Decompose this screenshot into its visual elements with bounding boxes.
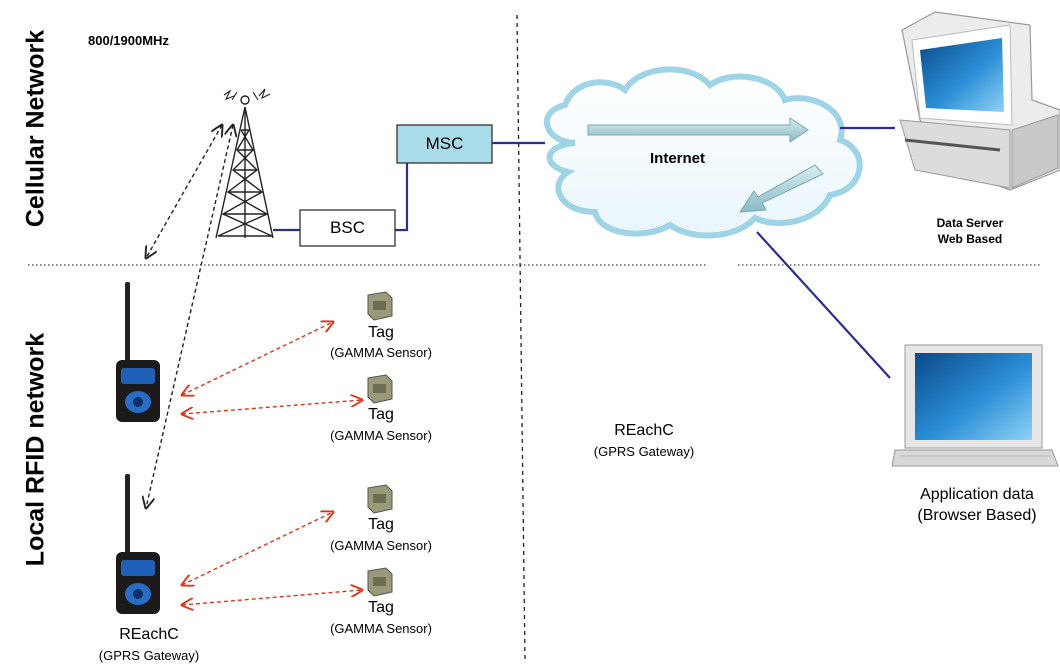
data-server-line1: Data Server [936,216,1004,230]
tag-title: Tag [368,406,394,423]
tag-sensor-icon [367,484,393,514]
bsc-label: BSC [330,218,365,237]
tag-sensor-icon [367,291,393,321]
rfid-link-4 [182,590,362,605]
tag-title: Tag [368,516,394,533]
tag-subtitle: (GAMMA Sensor) [330,621,432,636]
internet-arrow-left-icon [739,164,824,213]
vertical-divider [516,14,526,661]
tag-sensor-icon [367,374,393,404]
gateway-bottom-subtitle: (GPRS Gateway) [98,648,200,663]
gateway-device-icon [116,282,160,422]
application-data-line1: Application data [920,486,1034,503]
bsc-box [299,209,396,247]
data-server-label: Data Server Web Based [900,215,1040,247]
gateway-device-icon [116,474,160,614]
application-data-line2: (Browser Based) [917,507,1037,524]
gateway-middle-subtitle: (GPRS Gateway) [593,444,695,459]
tower-gateway1-signal [146,125,222,258]
tag-title: Tag [368,599,394,616]
rfid-link-2 [182,400,362,414]
data-server-icon [899,11,1060,191]
gateway-bottom-title: REachC [119,626,179,643]
laptop-icon [891,344,1059,467]
cellular-network-label: Cellular Network [21,29,50,228]
tag-sensor-icon [367,567,393,597]
tag-subtitle: (GAMMA Sensor) [330,345,432,360]
internet-arrow-right-icon [587,117,809,143]
cell-tower-icon [215,88,274,239]
data-server-line2: Web Based [937,232,1003,246]
frequency-label: 800/1900MHz [88,33,169,48]
application-data-label: Application data (Browser Based) [892,484,1060,526]
msc-label: MSC [425,134,464,153]
tag-subtitle: (GAMMA Sensor) [330,428,432,443]
internet-label: Internet [650,150,706,167]
local-rfid-network-label: Local RFID network [21,332,50,567]
tower-gateway2-signal [146,125,233,508]
internet-laptop-link [756,231,891,379]
tag-subtitle: (GAMMA Sensor) [330,538,432,553]
tag-title: Tag [368,324,394,341]
gateway-middle-title: REachC [614,422,674,439]
